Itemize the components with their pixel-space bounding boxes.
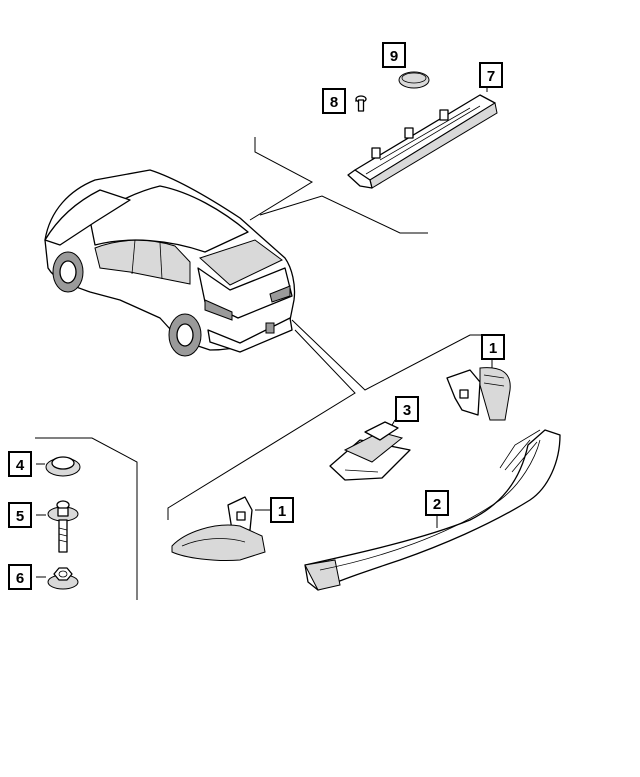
callout-9-label: 9 — [390, 48, 398, 65]
callout-3-label: 3 — [403, 402, 411, 419]
callout-6: 6 — [8, 564, 32, 590]
callout-5: 5 — [8, 502, 32, 528]
callout-1-upper: 1 — [481, 334, 505, 360]
callout-2-label: 2 — [433, 496, 441, 513]
bolt-part — [47, 500, 79, 553]
callout-3: 3 — [395, 396, 419, 422]
callout-8: 8 — [322, 88, 346, 114]
callout-5-label: 5 — [16, 508, 24, 525]
callout-6-label: 6 — [16, 570, 24, 587]
license-lamp-part — [329, 421, 411, 481]
callout-7-label: 7 — [487, 68, 495, 85]
plug-part — [398, 71, 430, 89]
tail-lamp-right-part — [446, 367, 511, 421]
callout-4: 4 — [8, 451, 32, 477]
screw-part — [355, 95, 367, 112]
callout-4-label: 4 — [16, 457, 25, 474]
callout-1-lower: 1 — [270, 497, 294, 523]
callout-1-upper-label: 1 — [489, 340, 497, 357]
stop-lamp-part — [347, 94, 498, 189]
nut-part — [47, 567, 79, 590]
tail-lamp-left-part — [171, 496, 266, 561]
callout-9: 9 — [382, 42, 406, 68]
callout-1-lower-label: 1 — [278, 503, 286, 520]
bumper-fascia-part — [304, 429, 561, 591]
vehicle-illustration — [44, 169, 296, 357]
callout-2: 2 — [425, 490, 449, 516]
callout-8-label: 8 — [330, 94, 338, 111]
callout-7: 7 — [479, 62, 503, 88]
leader-lines — [35, 88, 493, 600]
grommet-part — [45, 456, 81, 477]
